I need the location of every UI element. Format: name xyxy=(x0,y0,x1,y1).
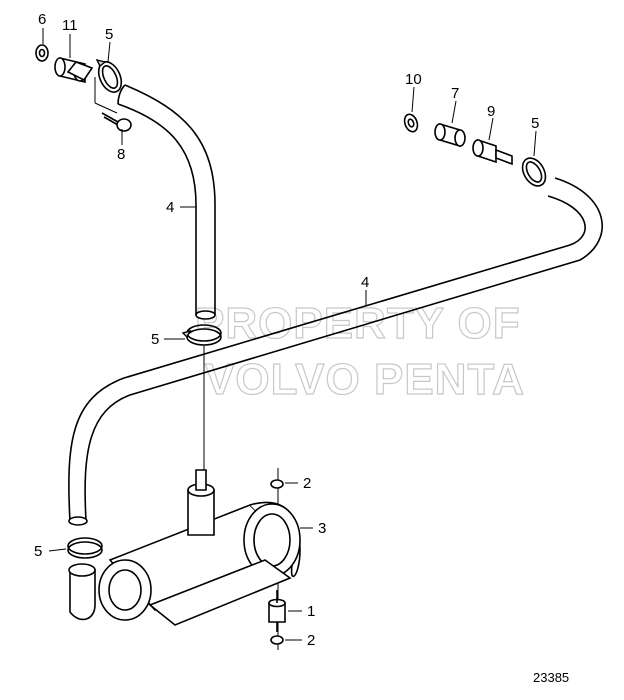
callout-10: 10 xyxy=(405,71,422,88)
washer-10 xyxy=(403,113,419,133)
vertical-hose xyxy=(117,84,216,320)
callout-4-vertical: 4 xyxy=(166,199,174,216)
callout-5-top-left: 5 xyxy=(105,26,113,43)
watermark-line2: VOLVO PENTA xyxy=(205,355,525,404)
hose-clamp-middle xyxy=(181,324,222,346)
callout-3: 3 xyxy=(318,520,326,537)
hose-clamp-top-right xyxy=(521,157,547,187)
rubber-mount-1 xyxy=(268,590,286,632)
nut-2-bottom xyxy=(270,635,284,645)
callout-5-middle: 5 xyxy=(151,331,159,348)
adapter-7 xyxy=(434,122,466,148)
hose-clamp-top-left xyxy=(95,58,123,93)
washer-6 xyxy=(35,44,49,62)
callout-9: 9 xyxy=(487,103,495,120)
callout-11: 11 xyxy=(62,17,78,34)
callout-8: 8 xyxy=(117,146,125,163)
fitting-9 xyxy=(472,138,513,166)
screw-8 xyxy=(101,112,132,132)
callout-7: 7 xyxy=(451,85,459,102)
muffler-3 xyxy=(68,469,301,626)
nut-2-top xyxy=(270,479,284,489)
callout-4-long: 4 xyxy=(361,274,369,291)
figure-number: 23385 xyxy=(533,670,569,685)
callout-5-top-right: 5 xyxy=(531,115,539,132)
hose-clamp-bottom-left xyxy=(67,537,103,559)
watermark: PROPERTY OF VOLVO PENTA xyxy=(194,298,525,404)
callout-labels: 6 11 5 8 4 10 7 9 5 4 5 2 3 5 1 2 xyxy=(34,11,539,649)
long-hose xyxy=(68,177,603,526)
callout-6: 6 xyxy=(38,11,46,28)
callout-5-bottom-left: 5 xyxy=(34,543,42,560)
angle-fitting-11 xyxy=(54,56,94,84)
callout-1: 1 xyxy=(307,603,315,620)
callout-2-top: 2 xyxy=(303,475,311,492)
watermark-line1: PROPERTY OF xyxy=(195,299,521,348)
leader-lines xyxy=(42,28,537,641)
callout-2-bottom: 2 xyxy=(307,632,315,649)
